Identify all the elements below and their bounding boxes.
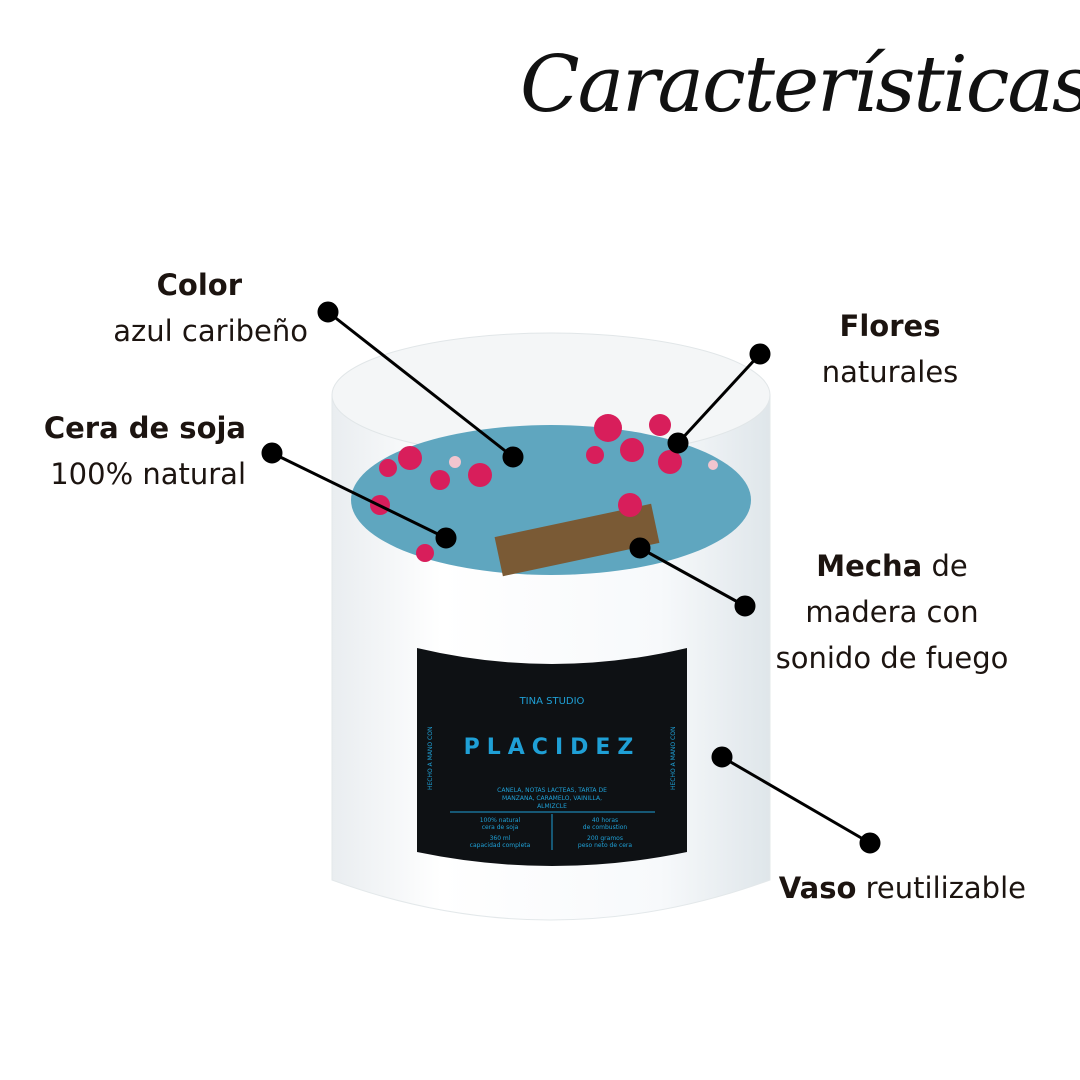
callout-flowers: Flores naturales bbox=[790, 303, 990, 395]
scent-notes-line: CANELA, NOTAS LACTEAS, TARTA DE bbox=[497, 787, 607, 794]
spec-text: de combustion bbox=[583, 824, 628, 831]
callout-text: de bbox=[922, 549, 968, 583]
callout-lines bbox=[261, 301, 881, 854]
scent-notes-line: ALMIZCLE bbox=[537, 803, 567, 810]
callout-text: reutilizable bbox=[856, 871, 1026, 905]
callout-wick: Mecha de madera con sonido de fuego bbox=[752, 543, 1032, 681]
spec-text: peso neto de cera bbox=[578, 842, 632, 849]
spec-text: capacidad completa bbox=[470, 842, 531, 849]
spec-text: 40 horas bbox=[592, 817, 618, 824]
spec-text: 200 gramos bbox=[587, 835, 623, 842]
side-text-right: HECHO A MANO CON bbox=[670, 727, 677, 790]
callout-title: Flores bbox=[839, 309, 941, 343]
callout-title: Cera de soja bbox=[43, 411, 246, 445]
scent-notes-line: MANZANA, CARAMELO, VAINILLA, bbox=[502, 795, 602, 802]
callout-wax: Cera de soja 100% natural bbox=[0, 405, 246, 497]
callout-text: madera con bbox=[805, 595, 979, 629]
spec-text: 100% natural bbox=[480, 817, 521, 824]
brand-name: TINA STUDIO bbox=[519, 696, 585, 707]
spec-text: 360 ml bbox=[490, 835, 511, 842]
callout-text: 100% natural bbox=[50, 457, 246, 491]
callout-text: azul caribeño bbox=[113, 314, 308, 348]
callout-title: Mecha bbox=[816, 549, 923, 583]
product-name: PLACIDEZ bbox=[464, 735, 641, 760]
flowers bbox=[370, 414, 718, 562]
wood-wick bbox=[494, 503, 660, 577]
callout-text: naturales bbox=[821, 355, 959, 389]
product-label: TINA STUDIO PLACIDEZ CANELA, NOTAS LACTE… bbox=[417, 648, 687, 866]
page-title: Características bbox=[520, 40, 1080, 130]
spec-text: cera de soja bbox=[482, 824, 519, 831]
callout-glass: Vaso reutilizable bbox=[700, 865, 1026, 911]
callout-title: Color bbox=[156, 268, 242, 302]
callout-color: Color azul caribeño bbox=[40, 262, 308, 354]
callout-text: sonido de fuego bbox=[775, 641, 1009, 675]
callout-title: Vaso bbox=[778, 871, 857, 905]
side-text-left: HECHO A MANO CON bbox=[427, 727, 434, 790]
